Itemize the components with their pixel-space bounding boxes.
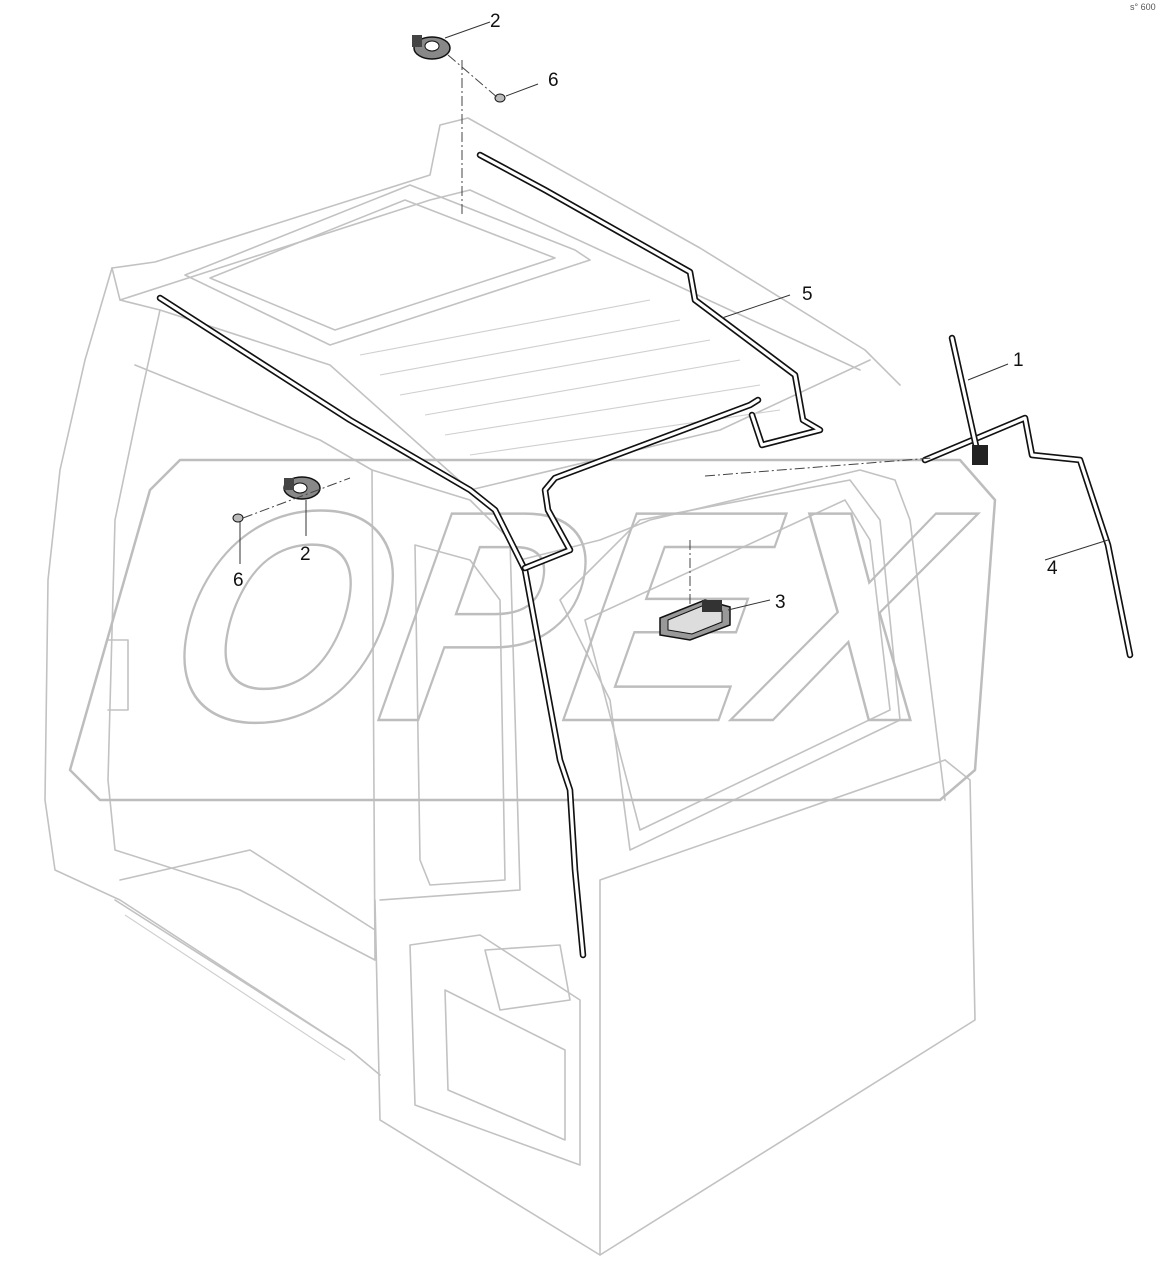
callout-5: 5 (802, 284, 813, 305)
dome-light-part-2-left (283, 476, 321, 500)
screw-part-6-left (232, 513, 244, 523)
wiring-harness (156, 151, 1134, 959)
cab-lamp-part-3 (659, 599, 731, 641)
callout-4: 4 (1047, 558, 1058, 579)
antenna-part-1 (948, 334, 988, 465)
watermark: OPEX (68, 448, 997, 802)
callouts: 2 6 5 1 4 3 2 6 (233, 11, 1058, 613)
screw-part-6-top (494, 93, 506, 103)
corner-mark: s° 600 (1130, 2, 1156, 12)
dome-light-part-2-top (412, 35, 451, 60)
svg-text:OPEX: OPEX (147, 449, 990, 784)
callout-6-left: 6 (233, 570, 244, 591)
callout-3: 3 (775, 592, 786, 613)
assembly-lines (242, 54, 933, 605)
callout-1: 1 (1013, 350, 1024, 371)
callout-2-left: 2 (300, 544, 311, 565)
callout-6-top: 6 (548, 70, 559, 91)
callout-2-top: 2 (490, 11, 501, 32)
leader-lines (239, 21, 1109, 611)
